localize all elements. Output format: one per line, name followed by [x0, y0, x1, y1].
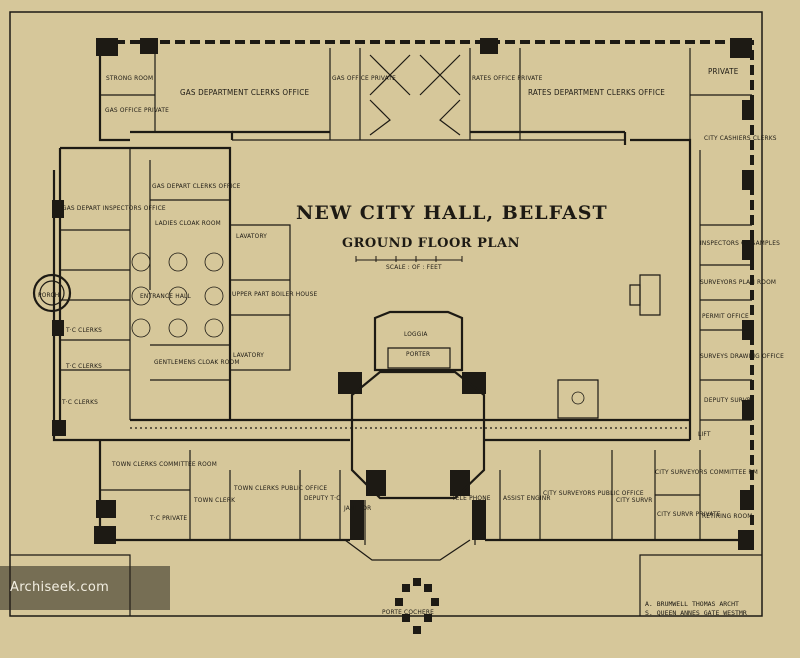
- room-label-city-surveyors-committee: CITY SURVEYORS COMMITTEE RM: [655, 468, 758, 476]
- porte-cochere-columns: [395, 578, 439, 634]
- east-courtyard-bay: [629, 274, 661, 316]
- entrance-hall-columns: [131, 252, 224, 338]
- room-label-loggia: LOGGIA: [404, 330, 428, 338]
- room-label-lavatory-1: LAVATORY: [236, 232, 267, 240]
- room-label-gas-dept-clerks: GAS DEPARTMENT CLERKS OFFICE: [180, 88, 309, 97]
- room-label-permit-office: PERMIT OFFICE: [702, 312, 749, 320]
- room-label-rates-dept-clerks: RATES DEPARTMENT CLERKS OFFICE: [528, 88, 665, 97]
- plan-title: NEW CITY HALL, BELFAST: [296, 202, 608, 224]
- room-label-lift: LIFT: [698, 430, 711, 438]
- room-label-town-clerk: TOWN CLERK: [193, 496, 235, 504]
- room-label-deputy-tc: DEPUTY T·C: [304, 494, 341, 502]
- room-label-upper-part-boiler: UPPER PART BOILER HOUSE: [232, 290, 318, 298]
- room-label-town-clerks-committee: TOWN CLERKS COMMITTEE ROOM: [111, 460, 217, 468]
- room-label-janitor: JANI TOR: [343, 504, 371, 512]
- room-label-private-39: PRIVATE: [708, 67, 739, 76]
- room-partitions: [60, 48, 752, 540]
- room-label-porter: PORTER: [406, 350, 430, 358]
- porch-bay: [32, 273, 72, 313]
- architect-credit-line1: A. BRUMWELL THOMAS ARCHT: [645, 600, 739, 608]
- watermark-logo: Archiseek.com: [10, 580, 110, 595]
- room-label-deputy-surveyor: DEPUTY SURVR: [704, 396, 751, 404]
- frame-border: [9, 11, 763, 617]
- watermark-band: [0, 566, 170, 610]
- architect-credit-line2: S. QUEEN ANNES GATE WESTMR: [645, 609, 747, 617]
- room-label-porte-cochere: PORTE COCHERE: [382, 608, 434, 616]
- scale-label: SCALE : OF : FEET: [386, 263, 442, 271]
- room-label-porch: PORCH: [38, 291, 59, 299]
- room-label-entrance-hall: ENTRANCE HALL: [140, 292, 192, 300]
- room-label-city-surveyors-public: CITY SURVEYORS PUBLIC OFFICE: [543, 489, 644, 497]
- room-label-gas-depart-clerks-office: GAS DEPART CLERKS OFFICE: [152, 182, 241, 190]
- room-label-tc-private: T·C PRIVATE: [149, 514, 187, 522]
- room-label-city-survr-private: CITY SURVR PRIVATE: [657, 510, 721, 518]
- room-label-rates-office-private: RATES OFFICE PRIVATE: [472, 74, 543, 82]
- room-label-gas-office-private-1: GAS OFFICE PRIVATE: [105, 106, 169, 114]
- room-label-inspectors-samples: INSPECTORS OF SAMPLES: [700, 239, 780, 247]
- room-label-gas-depart-inspectors: GAS DEPART INSPECTORS OFFICE: [62, 204, 166, 212]
- room-label-gas-office-private-2: GAS OFFICE PRIVATE: [332, 74, 396, 82]
- room-labels: STRONG ROOM GAS OFFICE PRIVATE GAS DEPAR…: [38, 67, 784, 616]
- scale-bar: [355, 256, 463, 262]
- room-label-lavatory-2: LAVATORY: [233, 351, 264, 359]
- room-label-surveyors-drawing: SURVEYS DRAWING OFFICE: [700, 352, 784, 360]
- room-label-surveyors-plan-room: SURVEYORS PLAN ROOM: [700, 278, 776, 286]
- room-label-strong-room: STRONG ROOM: [106, 74, 153, 82]
- court-stair-block: [557, 379, 599, 419]
- central-hall-block: [344, 310, 486, 561]
- room-label-city-cashiers: CITY CASHIERS CLERKS: [704, 134, 777, 142]
- room-label-town-clerks-public: TOWN CLERKS PUBLIC OFFICE: [233, 484, 327, 492]
- room-label-tc-clerks-1: T·C CLERKS: [65, 326, 102, 334]
- room-label-telephone: TELE PHONE: [451, 494, 491, 502]
- room-label-ladies-cloak: LADIES CLOAK ROOM: [155, 219, 221, 227]
- room-label-retiring-room: RETIRING ROOM: [702, 512, 753, 520]
- room-label-tc-clerks-3: T·C CLERKS: [61, 398, 98, 406]
- plan-subtitle: GROUND FLOOR PLAN: [342, 236, 520, 251]
- room-label-tc-clerks-2: T·C CLERKS: [65, 362, 102, 370]
- room-label-city-survr: CITY SURVR: [616, 496, 653, 504]
- room-label-assist-engineer: ASSIST ENGINR: [503, 494, 551, 502]
- room-label-gentlemens-cloak: GENTLEMENS CLOAK ROOM: [154, 358, 240, 366]
